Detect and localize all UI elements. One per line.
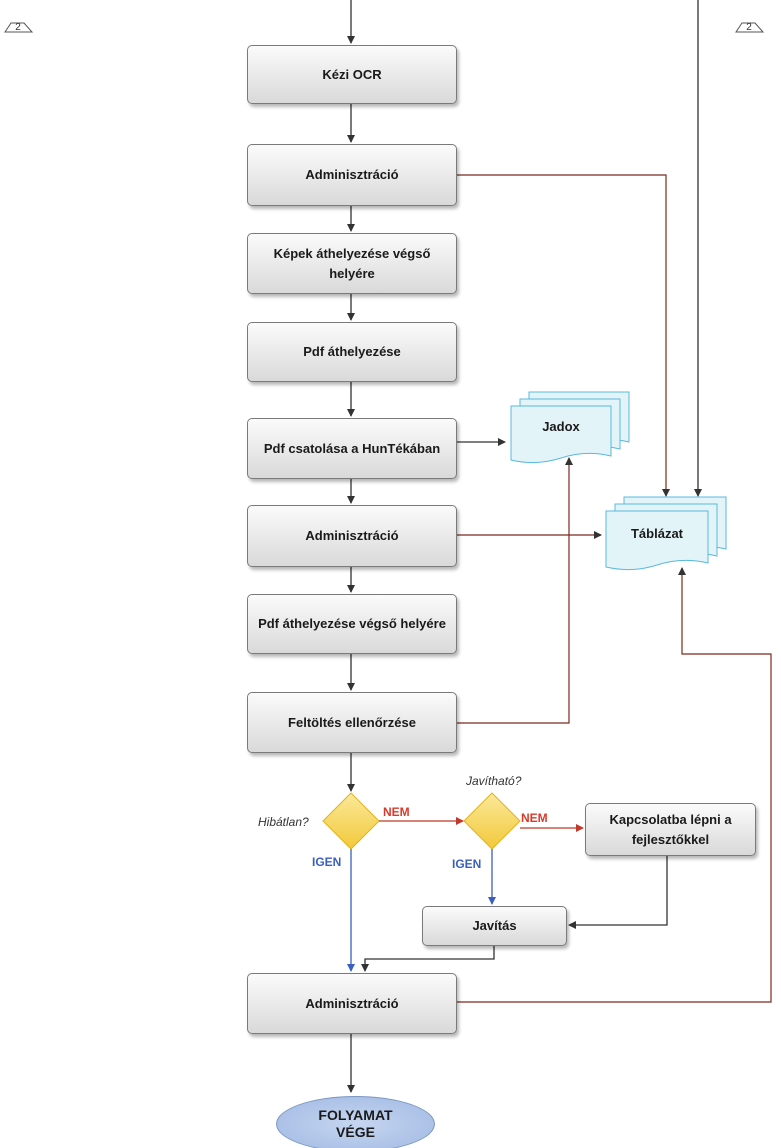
end-label-line1: FOLYAMAT [318, 1107, 393, 1123]
document-jadox-shape [510, 391, 630, 464]
node-javitas: Javítás [422, 906, 567, 946]
arrow-admin-to-tablazat-3 [457, 567, 772, 1003]
node-folyamat-vege: FOLYAMAT VÉGE [276, 1096, 435, 1148]
node-adminisztracio-1: Adminisztráció [247, 144, 457, 206]
edge-label-nem-1: NEM [383, 805, 410, 819]
document-jadox-label: Jadox [542, 419, 580, 434]
node-adminisztracio-3: Adminisztráció [247, 973, 457, 1034]
decision-hibatlan-label: Hibátlan? [258, 815, 309, 829]
offpage-ref-left: 2 [4, 22, 34, 33]
edge-label-igen-2: IGEN [452, 857, 482, 871]
edge-label-igen-1: IGEN [312, 855, 342, 869]
decision-javithato-label: Javítható? [466, 774, 522, 788]
document-tablazat-label: Táblázat [630, 526, 683, 541]
node-adminisztracio-2: Adminisztráció [247, 505, 457, 567]
arrow-kapcsolatba-to-javitas [568, 856, 668, 929]
edge-label-nem-2: NEM [521, 811, 548, 825]
node-kepek-athelyezese: Képek áthelyezése végső helyére [247, 233, 457, 294]
decision-hibatlan [322, 792, 380, 850]
node-pdf-athelyezese-vegso: Pdf áthelyezése végső helyére [247, 594, 457, 654]
node-pdf-csatolasa: Pdf csatolása a HunTékában [247, 418, 457, 479]
decision-javithato [463, 792, 521, 850]
offpage-ref-right-label: 2 [746, 22, 752, 33]
node-kezi-ocr: Kézi OCR [247, 45, 457, 104]
end-label-line2: VÉGE [336, 1124, 375, 1140]
offpage-ref-right: 2 [735, 22, 765, 33]
node-pdf-athelyezese: Pdf áthelyezése [247, 322, 457, 382]
arrow-feltoltes-to-jadox [457, 457, 573, 724]
arrow-javitas-to-admin [361, 946, 495, 972]
offpage-ref-left-label: 2 [15, 22, 21, 33]
node-feltoltes-ellenorzese: Feltöltés ellenőrzése [247, 692, 457, 753]
arrow-admin-to-tablazat [457, 174, 670, 497]
node-kapcsolatba-lepni: Kapcsolatba lépni a fejlesztőkkel [585, 803, 756, 856]
document-tablazat-shape [605, 496, 727, 571]
